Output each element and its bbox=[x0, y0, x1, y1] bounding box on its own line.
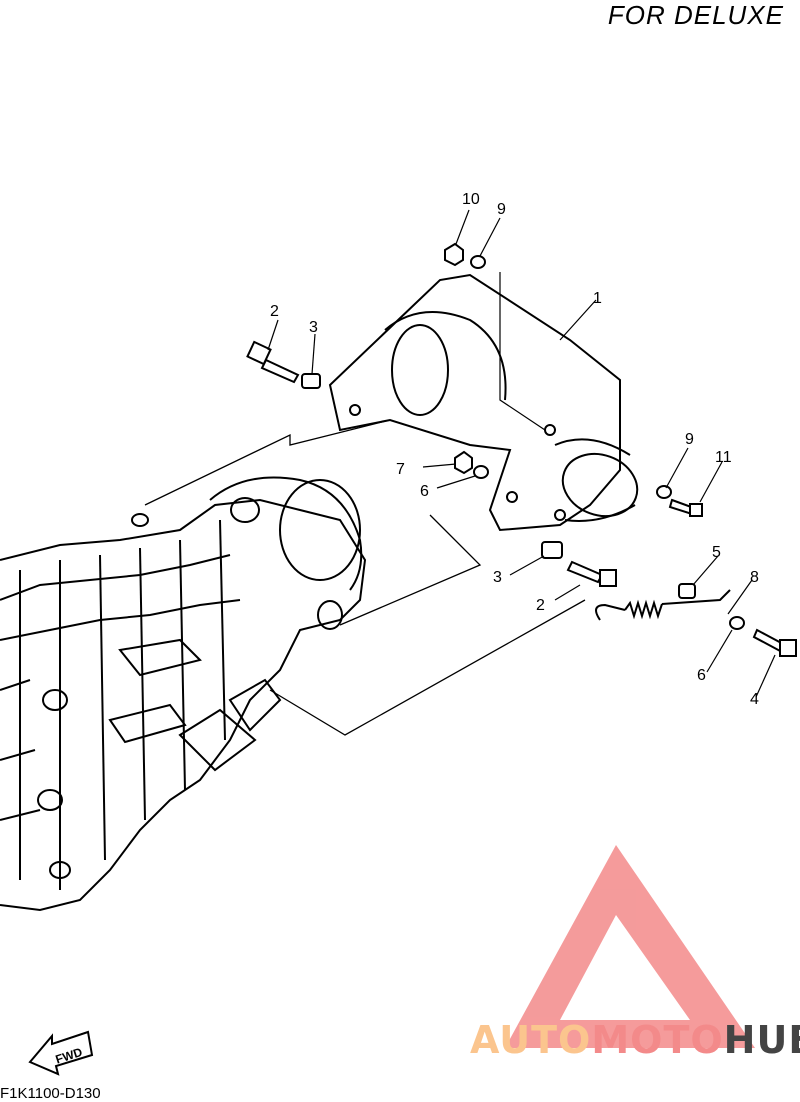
watermark-hub: HUB bbox=[723, 1018, 800, 1062]
callout-1: 1 bbox=[593, 290, 602, 307]
callout-5: 5 bbox=[712, 544, 721, 561]
callout-8: 8 bbox=[750, 569, 759, 586]
callout-9-right: 9 bbox=[685, 431, 694, 448]
collar-lower bbox=[541, 541, 563, 559]
diagram-variant-title: FOR DELUXE bbox=[607, 0, 784, 30]
watermark-logo bbox=[505, 845, 755, 1048]
watermark-wordmark: AUTOMOTOHUB bbox=[470, 1018, 800, 1062]
callout-3-lower: 3 bbox=[493, 569, 502, 586]
diagram-reference-code: F1K1100-D130 bbox=[0, 1085, 101, 1102]
washer-upper bbox=[470, 255, 486, 269]
callout-7: 7 bbox=[396, 461, 405, 478]
washer-mid bbox=[473, 465, 489, 479]
callout-6-lower: 6 bbox=[697, 667, 706, 684]
callout-6-mid: 6 bbox=[420, 483, 429, 500]
spring-8 bbox=[595, 589, 731, 621]
nut-7 bbox=[454, 450, 473, 475]
callout-11: 11 bbox=[715, 449, 732, 466]
bolt-lower bbox=[566, 560, 617, 587]
callout-labels: 10 9 1 2 3 7 6 9 11 5 3 2 8 6 4 bbox=[270, 191, 759, 708]
hardware-parts bbox=[246, 242, 797, 657]
callout-2-upper: 2 bbox=[270, 303, 279, 320]
washer-lower bbox=[729, 616, 745, 630]
watermark-auto: AUTO bbox=[470, 1018, 592, 1062]
callout-2-lower: 2 bbox=[536, 597, 545, 614]
jet-pump-assembly bbox=[0, 476, 367, 912]
forward-direction-arrow: FWD bbox=[28, 1030, 94, 1076]
bolt-4 bbox=[752, 628, 797, 657]
bolt-11 bbox=[668, 498, 703, 517]
nut-10 bbox=[444, 242, 464, 267]
watermark-moto: MOTO bbox=[591, 1018, 724, 1062]
callout-3-upper: 3 bbox=[309, 319, 318, 336]
collar-upper bbox=[301, 373, 321, 389]
nozzle-deflector bbox=[328, 273, 639, 532]
bolt-upper bbox=[246, 340, 300, 384]
collar-5 bbox=[678, 583, 696, 599]
callout-10: 10 bbox=[462, 191, 480, 208]
washer-right bbox=[656, 485, 672, 499]
callout-9-upper: 9 bbox=[497, 201, 506, 218]
callout-4: 4 bbox=[750, 691, 759, 708]
assembly-leader-lines bbox=[144, 419, 586, 736]
callout-leaders bbox=[267, 209, 776, 698]
